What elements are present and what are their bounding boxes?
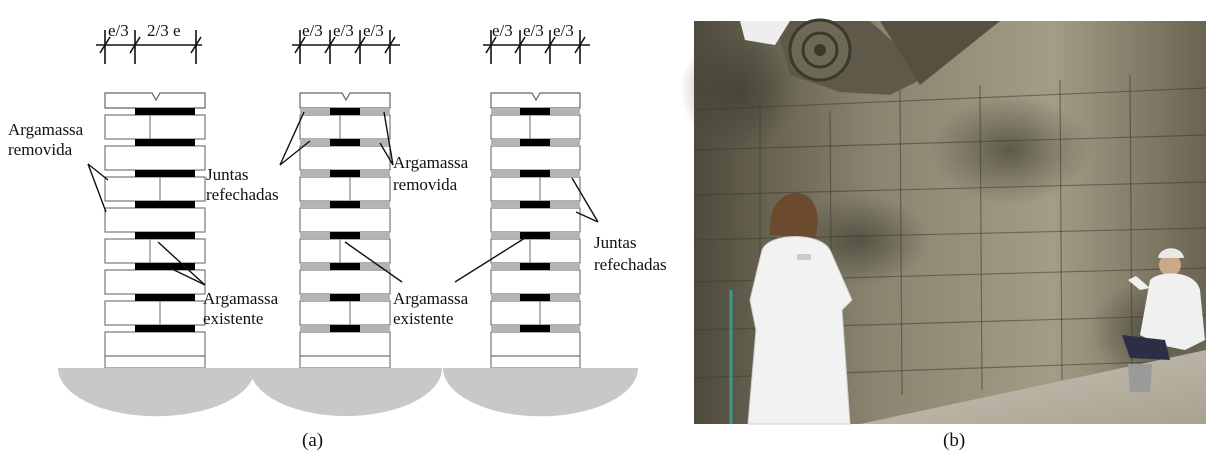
dim-label: e/3 — [492, 21, 513, 40]
foundation — [58, 368, 255, 416]
label-mortar-existing: existente — [393, 309, 453, 328]
dim-label: e/3 — [363, 21, 384, 40]
partial-block — [105, 93, 205, 108]
foundation — [250, 368, 442, 416]
panel-b-photo: (b) — [680, 20, 1206, 451]
label-mortar-existing: Argamassa — [203, 289, 279, 308]
label-mortar-existing: existente — [203, 309, 263, 328]
label-joints-refilled: Juntas — [206, 165, 249, 184]
dim-label: e/3 — [302, 21, 323, 40]
foundation — [443, 368, 638, 416]
wall-section-3: e/3 e/3 e/3 — [443, 21, 667, 416]
panel-a: e/3 2/3 e — [8, 21, 667, 451]
caption-a: (a) — [302, 430, 323, 451]
label-mortar-removed: Argamassa — [393, 153, 469, 172]
dim-label: 2/3 e — [147, 21, 181, 40]
label-mortar-removed: removida — [8, 140, 73, 159]
partial-block — [300, 93, 390, 108]
partial-block — [491, 93, 580, 108]
label-joints-refilled: refechadas — [594, 255, 667, 274]
dim-label: e/3 — [333, 21, 354, 40]
label-joints-refilled: Juntas — [594, 233, 637, 252]
dim-label: e/3 — [108, 21, 129, 40]
wall-section-1: e/3 2/3 e — [8, 21, 279, 416]
label-mortar-removed: Argamassa — [8, 120, 84, 139]
label-mortar-existing: Argamassa — [393, 289, 469, 308]
dim-label: e/3 — [523, 21, 544, 40]
caption-b: (b) — [943, 430, 965, 451]
dim-label: e/3 — [553, 21, 574, 40]
wall-section-2: e/3 e/3 e/3 — [206, 21, 469, 416]
label-mortar-removed: removida — [393, 175, 458, 194]
label-joints-refilled: refechadas — [206, 185, 279, 204]
